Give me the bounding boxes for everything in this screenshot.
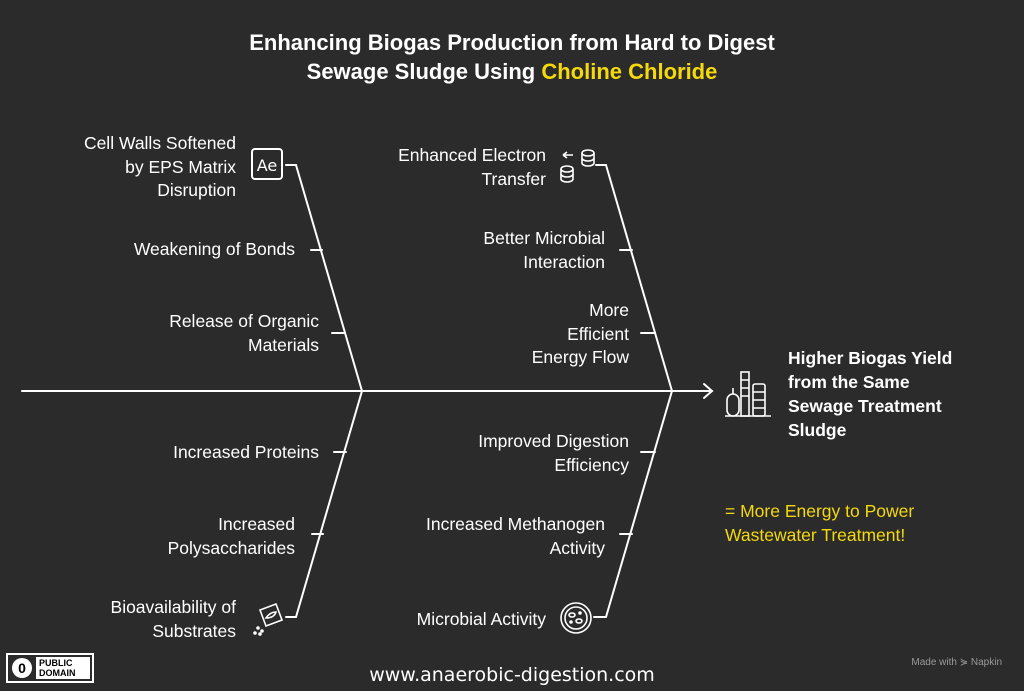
label-digestion-line1: Improved Digestion <box>478 431 629 451</box>
label-polysaccharides: Increased Polysaccharides <box>168 513 295 560</box>
label-polysaccharides-line2: Polysaccharides <box>167 537 295 558</box>
energy-note-line1: = More Energy to Power <box>725 501 915 521</box>
label-energy-flow-line3: Energy Flow <box>531 347 629 367</box>
public-domain-text: PUBLIC DOMAIN <box>36 657 90 679</box>
made-with-napkin: Made with ⋟ Napkin <box>911 657 1002 668</box>
title-line-1: Enhancing Biogas Production from Hard to… <box>249 30 775 55</box>
label-bioavailability: Bioavailability of Substrates <box>111 596 236 643</box>
ae-icon-text: Ae <box>257 156 278 175</box>
footer-url[interactable]: www.anaerobic-digestion.com <box>369 664 655 686</box>
label-energy-flow: More Efficient Energy Flow <box>532 299 629 370</box>
label-weakening: Weakening of Bonds <box>133 239 295 259</box>
label-cell-walls-line3: Disruption <box>157 180 236 200</box>
label-microbial-activity: Microbial Activity <box>416 609 546 629</box>
bone-top-left <box>295 164 363 392</box>
bone-top-right <box>605 164 673 392</box>
result-line3: Sewage Treatment <box>788 396 942 416</box>
public-domain-badge: 0 PUBLIC DOMAIN <box>6 653 94 683</box>
label-electron-line1: Enhanced Electron <box>398 145 546 165</box>
label-proteins: Increased Proteins <box>173 442 319 462</box>
bone-bottom-right <box>605 390 673 618</box>
label-electron: Enhanced Electron Transfer <box>398 144 546 191</box>
label-energy-flow-line2: Efficient <box>567 323 629 344</box>
label-bioavailability-line2: Substrates <box>152 620 236 641</box>
label-cell-walls: Cell Walls Softened by EPS Matrix Disrup… <box>84 132 236 203</box>
biogas-plant-icon <box>723 368 775 418</box>
nutrient-bag-icon <box>250 600 286 636</box>
database-transfer-icon <box>556 147 596 185</box>
result-line1: Higher Biogas Yield <box>788 348 953 368</box>
label-cell-walls-line2: by EPS Matrix <box>125 156 236 177</box>
label-release-line1: Release of Organic <box>169 311 319 331</box>
title-highlight: Choline Chloride <box>541 59 718 84</box>
public-domain-line2: DOMAIN <box>39 668 76 678</box>
label-methanogen-line1: Increased Methanogen <box>425 514 605 534</box>
energy-note-line2: Wastewater Treatment! <box>725 525 906 545</box>
petri-dish-icon <box>558 600 594 636</box>
label-digestion: Improved Digestion Efficiency <box>478 430 629 477</box>
diagram-title: Enhancing Biogas Production from Hard to… <box>0 28 1024 86</box>
label-microbial-interaction-line1: Better Microbial <box>483 228 605 248</box>
label-microbial-interaction-line2: Interaction <box>523 251 605 272</box>
title-line-2-prefix: Sewage Sludge Using <box>306 59 542 84</box>
label-release: Release of Organic Materials <box>169 310 319 357</box>
result-line2: from the Same <box>788 372 910 392</box>
spine-arrowhead <box>703 383 714 399</box>
label-methanogen: Increased Methanogen Activity <box>426 513 605 560</box>
label-methanogen-line2: Activity <box>549 537 605 558</box>
public-domain-line1: PUBLIC <box>39 658 73 668</box>
ae-icon: Ae <box>250 147 284 181</box>
result-text: Higher Biogas Yield from the Same Sewage… <box>788 346 952 442</box>
title-line-2: Sewage Sludge Using Choline Chloride <box>0 57 1024 86</box>
label-microbial-interaction: Better Microbial Interaction <box>483 227 605 274</box>
bone-bottom-left <box>295 390 363 618</box>
label-release-line2: Materials <box>248 334 319 355</box>
label-digestion-line2: Efficiency <box>554 454 629 475</box>
result-line4: Sludge <box>788 420 847 440</box>
public-domain-icon: 0 <box>12 658 32 678</box>
label-energy-flow-line1: More <box>589 300 629 320</box>
label-cell-walls-line1: Cell Walls Softened <box>83 133 236 153</box>
label-electron-line2: Transfer <box>481 168 546 189</box>
label-polysaccharides-line1: Increased <box>218 514 295 534</box>
label-bioavailability-line1: Bioavailability of <box>110 597 236 617</box>
energy-note: = More Energy to Power Wastewater Treatm… <box>725 499 914 547</box>
